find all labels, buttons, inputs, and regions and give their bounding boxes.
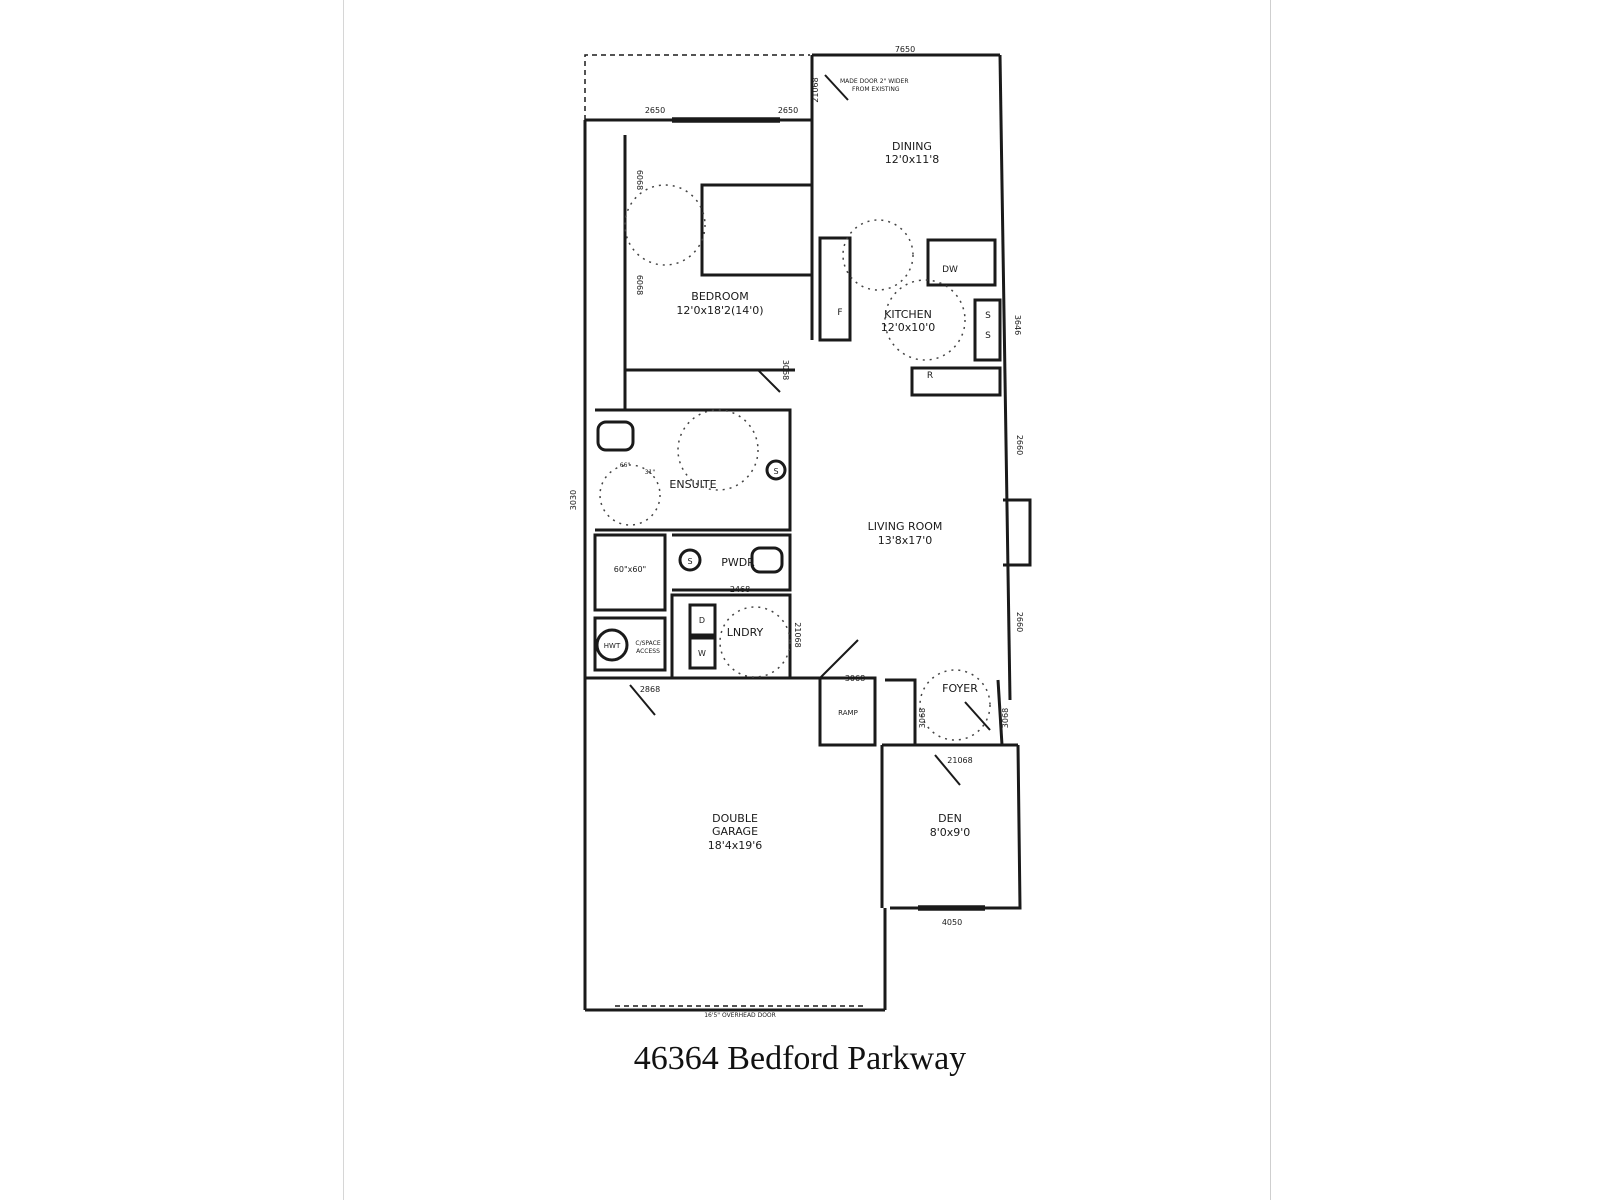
- door-bedroom: [757, 369, 781, 393]
- wall-shower: [593, 533, 667, 612]
- door-swing-ensuite: [677, 409, 759, 491]
- ramp-label: RAMP: [838, 709, 858, 717]
- washer: [688, 636, 717, 670]
- door-swing-bedroom: [624, 184, 706, 266]
- pwdr-sink-label: S: [687, 557, 692, 566]
- toilet-pwdr: [750, 546, 784, 574]
- hot-water-tank: [595, 628, 629, 662]
- dim-2660-a: 2660: [1015, 435, 1024, 455]
- crawlspace-label-1: C/SPACE: [635, 640, 660, 647]
- toilet-ensuite: [596, 420, 635, 452]
- dim-6068-a: 6068: [635, 170, 644, 190]
- door-garage-house: [819, 639, 859, 679]
- room-den-size: 8'0x9'0: [930, 826, 971, 839]
- dim-2650-a: 2650: [645, 106, 665, 115]
- room-dining-size: 12'0x11'8: [885, 153, 940, 166]
- room-ensuite-label: ENSUITE: [669, 478, 716, 491]
- dim-21068-c: 21068: [947, 756, 972, 765]
- door-den: [934, 754, 961, 786]
- door-swing-lndry: [719, 606, 791, 678]
- dryer: [688, 603, 717, 637]
- dim-3068-b: 3068: [845, 674, 865, 683]
- scan-edge-left: [343, 0, 344, 1200]
- tub-dim-2: 31": [645, 469, 656, 476]
- sink-ensuite: [765, 459, 787, 481]
- room-living-label: LIVING ROOM: [868, 520, 943, 533]
- wall-den-right: [890, 744, 1022, 910]
- wall-ensuite: [595, 408, 792, 532]
- wall-right-foyer: [996, 679, 1004, 746]
- deck-outline: [584, 54, 810, 120]
- kitchen-counter-lower: [910, 366, 1002, 397]
- crawlspace-label-2: ACCESS: [636, 648, 660, 655]
- dim-21068-a: 21068: [811, 77, 820, 102]
- overhead-door-label: 16'5" OVERHEAD DOOR: [704, 1012, 776, 1019]
- fridge-label: F: [837, 308, 842, 318]
- property-address-caption: 46364 Bedford Parkway: [633, 1040, 967, 1077]
- door-foyer: [964, 701, 991, 731]
- wall-hwt: [593, 616, 667, 672]
- sink-label-2: S: [985, 331, 991, 341]
- room-lndry-label: LNDRY: [727, 626, 764, 639]
- room-living-size: 13'8x17'0: [878, 534, 933, 547]
- room-garage-label-2: GARAGE: [712, 825, 758, 838]
- room-bedroom-label: BEDROOM: [691, 290, 748, 303]
- range-label: R: [927, 371, 933, 381]
- tub-dim-1: 66": [620, 462, 631, 469]
- dryer-label: D: [699, 616, 705, 625]
- kitchen-counter-upper: [926, 238, 997, 287]
- kitchen-pantry: [818, 236, 852, 342]
- ensuite-sink-label: S: [773, 467, 778, 476]
- dishwasher-label: DW: [942, 265, 958, 275]
- door-garage: [629, 684, 656, 716]
- door-deck: [824, 74, 849, 101]
- fireplace: [1003, 498, 1032, 567]
- room-garage-size: 18'4x19'6: [708, 839, 763, 852]
- bed: [700, 183, 814, 277]
- dim-2660-b: 2660: [1015, 612, 1024, 632]
- wall-pwdr: [672, 533, 792, 592]
- room-garage-label-1: DOUBLE: [712, 812, 758, 825]
- dim-3030: 3030: [569, 490, 578, 510]
- door-swing-foyer: [919, 669, 991, 741]
- room-kitchen-size: 12'0x10'0: [881, 321, 936, 334]
- dim-4050: 4050: [942, 918, 962, 927]
- washer-label: W: [698, 649, 706, 658]
- door-swing-ensuite-tub: [599, 464, 661, 526]
- scan-edge-right: [1270, 0, 1271, 1200]
- room-kitchen-label: KITCHEN: [884, 308, 932, 321]
- dim-3068-d: 3068: [1001, 708, 1010, 728]
- dim-21068-b: 21068: [793, 622, 802, 647]
- kitchen-counter-sink: [973, 298, 1002, 362]
- dim-3646: 3646: [1013, 315, 1022, 335]
- room-pwdr-label: PWDR: [721, 556, 755, 569]
- room-den-label: DEN: [938, 812, 962, 825]
- dim-7650: 7650: [895, 45, 915, 54]
- sink-pwdr: [678, 548, 702, 572]
- room-dining-label: DINING: [892, 140, 932, 153]
- dim-2868: 2868: [640, 685, 660, 694]
- dim-3068-a: 3068: [781, 360, 790, 380]
- door-note-line-1: MADE DOOR 2" WIDER: [840, 78, 909, 85]
- room-foyer-label: FOYER: [942, 682, 978, 695]
- window-bedroom: [672, 117, 780, 123]
- dim-2468: 2468: [730, 585, 750, 594]
- door-swing-dining: [842, 219, 914, 291]
- dim-6068-b: 6068: [635, 275, 644, 295]
- window-den: [918, 905, 985, 911]
- sink-label-1: S: [985, 311, 991, 321]
- dim-3068-c: 3068: [918, 708, 927, 728]
- wall-ramp: [818, 676, 877, 747]
- wall-right-dining: [998, 54, 1012, 701]
- door-note-line-2: FROM EXISTING: [852, 86, 900, 93]
- room-bedroom-size: 12'0x18'2(14'0): [676, 304, 763, 317]
- door-swing-kitchen: [884, 279, 966, 361]
- shower-label: 60"x60": [614, 565, 646, 574]
- hwt-label: HWT: [604, 642, 621, 650]
- wall-foyer-closet: [885, 678, 917, 747]
- dim-2650-b: 2650: [778, 106, 798, 115]
